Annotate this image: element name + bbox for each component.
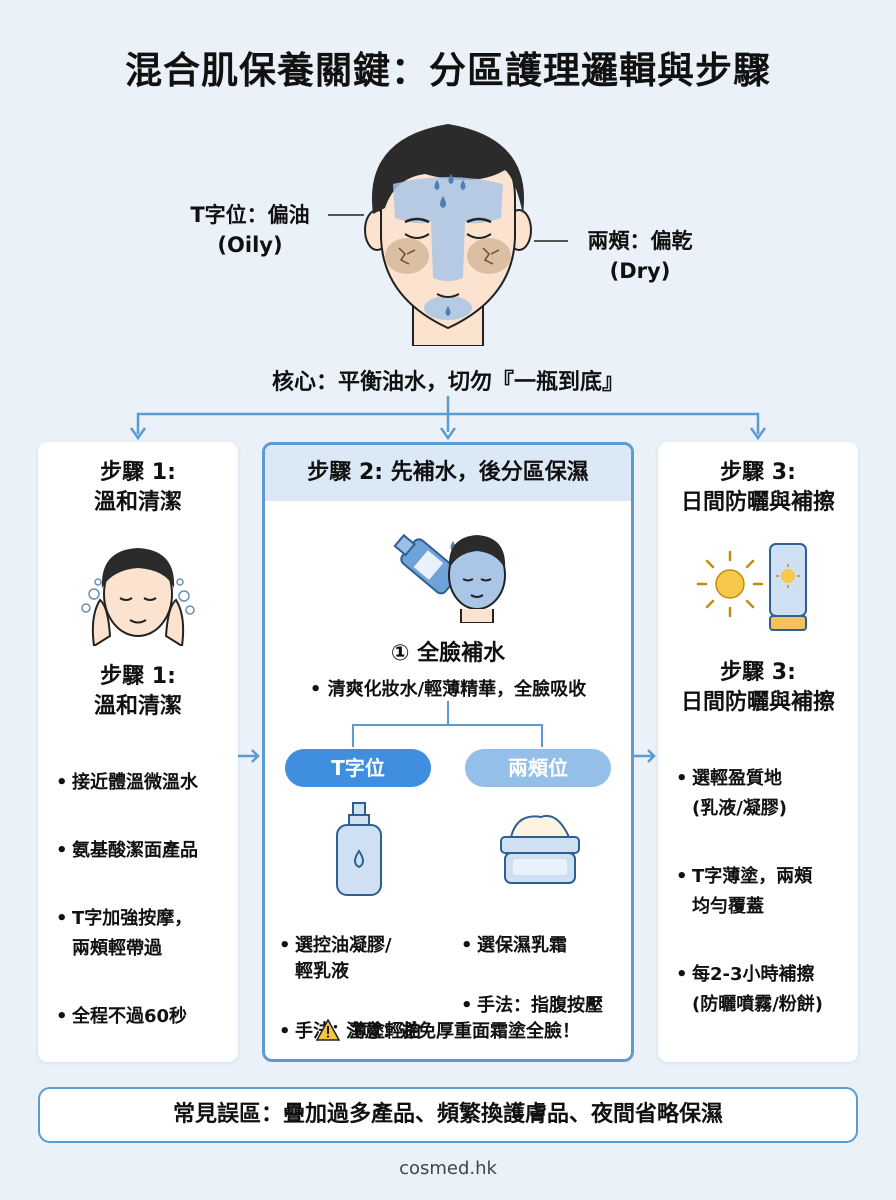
- warning-icon: [315, 1018, 341, 1041]
- cheek-label: 兩頰：偏乾 (Dry): [570, 226, 710, 286]
- cheek-label-text: 兩頰：偏乾: [587, 229, 693, 253]
- cheek-bullet: 手法：指腹按壓: [461, 993, 631, 1019]
- tzone-label-text: T字位：偏油: [190, 203, 310, 227]
- step2-header: 步驟 2: 先補水，後分區保濕: [265, 445, 631, 501]
- step3-bullet: T字薄塗，兩頰 均勻覆蓋: [676, 862, 856, 922]
- step1-heading-top-line1: 步驟 1:: [100, 460, 176, 485]
- step1-bullet: T字加強按摩， 兩頰輕帶過: [56, 904, 236, 964]
- step3-bullet: 每2-3小時補擦 (防曬噴霧/粉餅): [676, 960, 856, 1020]
- cheek-bullet: 選保濕乳霜: [461, 933, 631, 959]
- step3-card: 步驟 3: 日間防曬與補擦 步驟 3: 日間防曬與補擦 選輕盈質地 (乳液/凝膠…: [658, 442, 858, 1062]
- step3-bullet: 選輕盈質地 (乳液/凝膠): [676, 764, 856, 824]
- step2-subtext: • 清爽化妝水/輕薄精華，全臉吸收: [309, 679, 587, 700]
- split-connector: [352, 701, 543, 747]
- common-mistakes-box: 常見誤區：疊加過多產品、頻繁換護膚品、夜間省略保濕: [38, 1087, 858, 1143]
- step3-bullets: 選輕盈質地 (乳液/凝膠) T字薄塗，兩頰 均勻覆蓋 每2-3小時補擦 (防曬噴…: [676, 734, 856, 1058]
- step1-heading-top: 步驟 1: 溫和清潔: [38, 458, 238, 518]
- gel-bottle-icon: [336, 802, 382, 896]
- tzone-pill: T字位: [285, 749, 431, 787]
- step1-bullet: 接近體溫微溫水: [56, 768, 236, 798]
- step3-heading: 步驟 3: 日間防曬與補擦: [658, 658, 858, 718]
- cheek-leader-line: [534, 240, 568, 242]
- tzone-leader-line: [328, 214, 364, 216]
- step3-heading-top: 步驟 3: 日間防曬與補擦: [658, 458, 858, 518]
- step1-heading-line2: 溫和清潔: [93, 694, 182, 719]
- step2-card: 步驟 2: 先補水，後分區保濕 ① 全臉補水 • 清爽化妝水/輕薄精華，全臉吸收…: [262, 442, 634, 1062]
- step1-heading-line1: 步驟 1:: [100, 664, 176, 689]
- step1-heading-top-line2: 溫和清潔: [93, 490, 182, 515]
- step1-bullets: 接近體溫微溫水 氨基酸潔面產品 T字加強按摩， 兩頰輕帶過 全程不過60秒: [56, 738, 236, 1070]
- arrow-right-icon: [634, 749, 656, 763]
- washing-face-icon: [81, 548, 195, 646]
- cheek-bullets: 選保濕乳霜 手法：指腹按壓: [461, 907, 631, 1053]
- tzone-label: T字位：偏油 (Oily): [175, 200, 325, 260]
- cream-jar-icon: [500, 815, 580, 884]
- step1-card: 步驟 1: 溫和清潔 步驟 1: 溫和清潔 接近體溫微溫水 氨基酸潔面產品 T字…: [38, 442, 238, 1062]
- core-statement: 核心：平衡油水，切勿『一瓶到底』: [271, 370, 624, 395]
- cheek-pill: 兩頰位: [465, 749, 611, 787]
- warning-text: 注意：避免厚重面霜塗全臉！: [346, 1021, 580, 1042]
- step2-subtitle: ① 全臉補水: [390, 641, 506, 666]
- branch-connector: [129, 396, 767, 441]
- face-illustration: [364, 124, 532, 346]
- warning-note: 注意：避免厚重面霜塗全臉！: [265, 1017, 631, 1043]
- step1-bullet: 全程不過60秒: [56, 1002, 236, 1032]
- step1-heading: 步驟 1: 溫和清潔: [38, 662, 238, 722]
- page-title: 混合肌保養關鍵：分區護理邏輯與步驟: [125, 49, 771, 92]
- step3-heading-line1: 步驟 3:: [720, 660, 796, 685]
- hydration-illustration: [393, 533, 506, 623]
- footer-domain: cosmed.hk: [399, 1158, 497, 1179]
- step3-heading-top-line1: 步驟 3:: [720, 460, 796, 485]
- tzone-bullets: 選控油凝膠/ 輕乳液 手法：薄塗輕拍: [279, 907, 439, 1079]
- sunscreen-icon: [696, 543, 807, 631]
- step3-heading-top-line2: 日間防曬與補擦: [680, 490, 835, 515]
- step3-heading-line2: 日間防曬與補擦: [680, 690, 835, 715]
- tzone-bullet: 選控油凝膠/ 輕乳液: [279, 933, 439, 985]
- arrow-right-icon: [238, 749, 260, 763]
- tzone-label-sub: (Oily): [217, 233, 283, 257]
- step1-bullet: 氨基酸潔面產品: [56, 836, 236, 866]
- cheek-label-sub: (Dry): [609, 259, 671, 283]
